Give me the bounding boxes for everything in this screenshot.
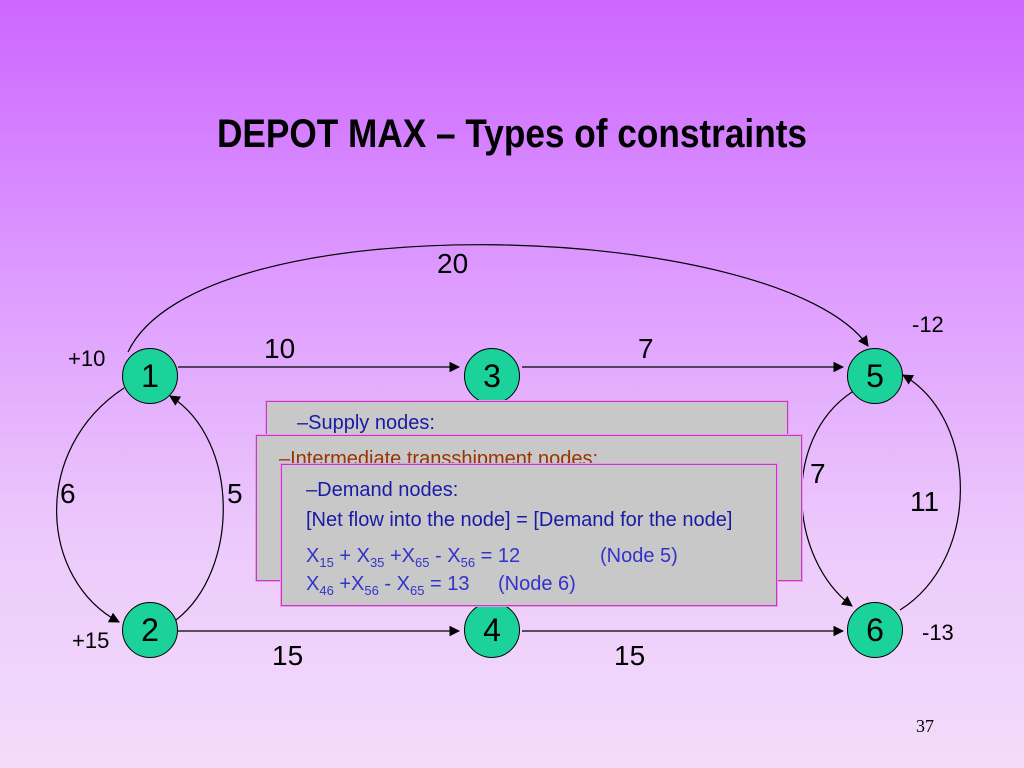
node-5-demand: -12: [912, 312, 944, 337]
equation-node-6: X46 +X56 - X65 = 13: [306, 573, 470, 598]
node-6-demand: -13: [922, 620, 954, 645]
node-5: 5: [847, 348, 903, 404]
edge-1-5-cost: 20: [437, 248, 469, 279]
page-number: 37: [916, 716, 934, 736]
demand-heading: –Demand nodes:: [306, 479, 459, 501]
eq2-sub-65: 65: [409, 583, 425, 598]
edge-1-2: [56, 387, 125, 623]
edge-2-1-cost: 5: [227, 478, 243, 509]
edge-1-2-cost: 6: [60, 478, 76, 509]
eq1-x: X: [306, 545, 320, 567]
equation-node-5: X15 + X35 +X65 - X56 = 12: [306, 545, 520, 570]
eq2-sub-46: 46: [319, 583, 334, 598]
eq1-sub-35: 35: [369, 555, 385, 570]
eq1-sub-65: 65: [415, 555, 430, 570]
edge-6-5-cost: 11: [910, 486, 940, 517]
node-2: 2: [122, 602, 178, 658]
supply-heading: –Supply nodes:: [297, 412, 435, 434]
edge-2-4-cost: 15: [272, 640, 304, 671]
edge-4-6-cost: 15: [614, 640, 646, 671]
eq2-sub-56: 56: [364, 583, 379, 598]
equation-node-5-note: (Node 5): [600, 545, 678, 567]
edge-1-5: [127, 244, 869, 353]
edge-6-5: [899, 374, 961, 611]
eq2-x: X: [306, 573, 320, 595]
demand-nodes-box: –Demand nodes: [Net flow into the node] …: [281, 464, 777, 606]
demand-rule: [Net flow into the node] = [Demand for t…: [306, 509, 733, 531]
eq1-plus-x: + X: [333, 545, 370, 567]
node-2-supply: +15: [72, 628, 110, 653]
slide-title: DEPOT MAX – Types of constraints: [216, 112, 808, 156]
eq1-sub-15: 15: [319, 555, 334, 570]
edge-5-6-cost: 7: [810, 458, 826, 489]
node-1-supply: +10: [68, 346, 106, 371]
eq2-plus-x: +X: [333, 573, 365, 595]
node-1: 1: [122, 348, 178, 404]
node-3: 3: [464, 348, 520, 404]
node-4: 4: [464, 602, 520, 658]
eq1-sub-56: 56: [460, 555, 476, 570]
edge-5-6: [801, 391, 853, 607]
edge-3-5-cost: 7: [638, 333, 654, 364]
eq1-rhs: = 12: [475, 545, 521, 567]
eq2-minus-x: - X: [378, 573, 410, 595]
eq2-rhs: = 13: [424, 573, 470, 595]
eq1-minus-x: - X: [429, 545, 461, 567]
edge-1-3-cost: 10: [264, 333, 296, 364]
equation-node-6-note: (Node 6): [498, 573, 576, 595]
node-6: 6: [847, 602, 903, 658]
eq1-plus-x2: +X: [384, 545, 415, 567]
edge-2-1: [169, 395, 224, 621]
